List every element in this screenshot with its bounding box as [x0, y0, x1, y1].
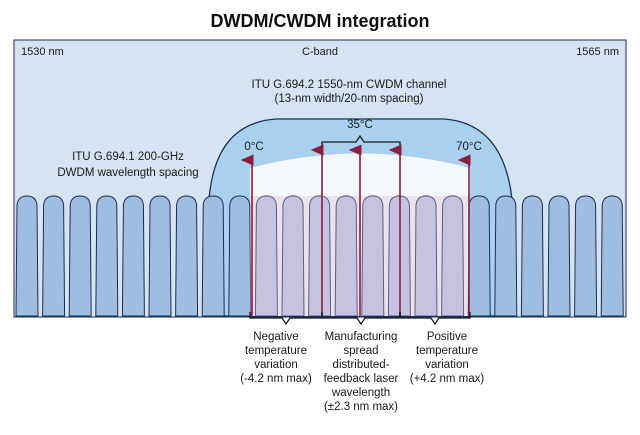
- temp-low-label: 0°C: [244, 141, 263, 153]
- manufacturing-spread-top-brace: [321, 134, 401, 148]
- dwdm-channel: [68, 195, 92, 317]
- negative-line-3: variation: [254, 359, 297, 371]
- dwdm-channel: [228, 195, 252, 317]
- band-end-label: 1565 nm: [576, 46, 619, 58]
- negative-variation-annotation: Negative temperature variation (-4.2 nm …: [240, 331, 312, 385]
- diagram-title: DWDM/CWDM integration: [211, 11, 430, 31]
- manufacturing-line-2: spread: [343, 345, 378, 357]
- laser-wavelength-arrows: [240, 144, 471, 316]
- negative-line-2: temperature: [245, 345, 307, 357]
- dwdm-channel: [494, 195, 518, 317]
- dwdm-channel: [121, 195, 145, 317]
- dwdm-channel: [574, 195, 598, 317]
- manufacturing-line-1: Manufacturing: [325, 331, 398, 343]
- dwdm-channel: [361, 195, 385, 317]
- positive-variation-brace: [399, 312, 471, 326]
- dwdm-channel: [281, 195, 305, 317]
- cwdm-label-line2: (13-nm width/20-nm spacing): [275, 93, 424, 105]
- dwdm-channel: [414, 195, 438, 317]
- positive-line-2: temperature: [416, 345, 478, 357]
- dwdm-channel: [308, 195, 332, 317]
- dwdm-channel: [441, 195, 465, 317]
- c-band-label: C-band: [302, 46, 338, 58]
- manufacturing-line-6: (±2.3 nm max): [324, 401, 398, 413]
- manufacturing-line-4: feedback laser: [324, 373, 399, 385]
- negative-line-4: (-4.2 nm max): [240, 373, 312, 385]
- dwdm-channel: [334, 195, 358, 317]
- dwdm-channel: [467, 195, 491, 317]
- cwdm-label-line1: ITU G.694.2 1550-nm CWDM channel: [252, 79, 447, 91]
- dwdm-label-line2: DWDM wavelength spacing: [57, 167, 198, 179]
- dwdm-channel: [520, 195, 544, 317]
- positive-line-1: Positive: [427, 331, 467, 343]
- dwdm-channel: [15, 195, 39, 317]
- dwdm-channel: [148, 195, 172, 317]
- positive-line-3: variation: [425, 359, 468, 371]
- dwdm-channel: [42, 195, 66, 317]
- manufacturing-line-3: distributed-: [333, 359, 390, 371]
- dwdm-channel: [547, 195, 571, 317]
- dwdm-channel: [600, 195, 624, 317]
- temp-mid-label: 35°C: [347, 119, 373, 131]
- negative-line-1: Negative: [253, 331, 298, 343]
- band-start-label: 1530 nm: [21, 46, 64, 58]
- dwdm-channel-group: [15, 195, 624, 317]
- positive-line-4: (+4.2 nm max): [410, 373, 485, 385]
- dwdm-channel: [201, 195, 225, 317]
- dwdm-channel: [175, 195, 199, 317]
- manufacturing-spread-annotation: Manufacturing spread distributed- feedba…: [324, 331, 399, 413]
- dwdm-channel: [95, 195, 119, 317]
- temp-high-label: 70°C: [456, 141, 482, 153]
- dwdm-channel: [254, 195, 278, 317]
- positive-variation-annotation: Positive temperature variation (+4.2 nm …: [410, 331, 485, 385]
- dwdm-label-line1: ITU G.694.1 200-GHz: [72, 151, 184, 163]
- manufacturing-line-5: wavelength: [331, 387, 390, 399]
